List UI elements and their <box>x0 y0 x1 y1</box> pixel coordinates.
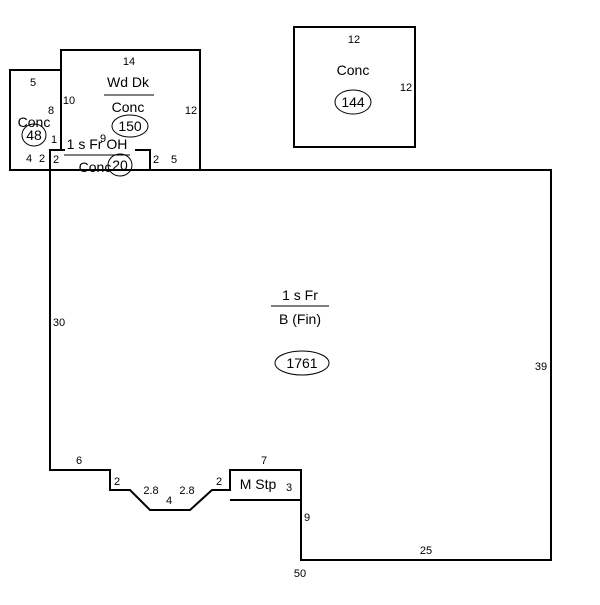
wood-deck-area-ellipse <box>111 114 149 138</box>
conc-small-inner-dim: 2 <box>39 153 45 165</box>
conc-small-area: 48 <box>26 127 42 143</box>
main-mstp-drop-dim: 9 <box>304 512 310 524</box>
m-stp-top-dim: 7 <box>261 455 267 467</box>
conc-detached-outline <box>293 26 416 148</box>
overhang-top-dim: 9 <box>100 133 106 145</box>
conc-detached-area-ellipse <box>334 89 372 115</box>
main-right-dim: 39 <box>535 361 547 373</box>
main-step-in-left-dim: 2 <box>114 476 120 488</box>
wood-deck-label-bottom: Conc <box>112 99 145 115</box>
main-bay-left-dim: 2.8 <box>143 485 158 497</box>
conc-detached-label: Conc <box>337 62 370 78</box>
conc-detached-right-dim: 12 <box>400 82 412 94</box>
overhang-left-edge <box>49 149 65 170</box>
conc-small-top-dim: 5 <box>30 77 36 89</box>
main-area-label-top: 1 s Fr <box>282 287 318 303</box>
m-stp-right-dim: 3 <box>286 482 292 494</box>
wood-deck-top-dim: 14 <box>123 56 135 68</box>
conc-small-area-ellipse <box>21 123 47 147</box>
overhang-label-bottom: Conc <box>79 159 112 175</box>
main-step-in-right-dim: 2 <box>216 476 222 488</box>
main-lower-left-dim: 6 <box>76 455 82 467</box>
conc-small-label: Conc <box>18 114 51 130</box>
wood-deck-bottom-right-dim: 5 <box>171 154 177 166</box>
conc-small-bottom-dim: 4 <box>26 153 32 165</box>
wood-deck-outline <box>60 49 201 170</box>
overhang-right-dim: 2 <box>153 154 159 166</box>
main-left-dim: 30 <box>53 317 65 329</box>
wood-deck-right-dim: 12 <box>185 105 197 117</box>
main-area-outline <box>10 169 552 561</box>
main-area-area: 1761 <box>286 355 317 371</box>
overhang-label-top: 1 s Fr OH <box>67 136 128 152</box>
main-bottom-corner-dim: 50 <box>294 568 306 580</box>
main-bottom-dim: 25 <box>420 545 432 557</box>
main-area-area-ellipse <box>274 350 330 376</box>
conc-small-right-dim: 8 <box>48 105 54 117</box>
wood-deck-label-top: Wd Dk <box>107 74 150 90</box>
overhang-right-edge <box>135 149 151 170</box>
main-area-label-bottom: B (Fin) <box>279 311 321 327</box>
overhang-area-ellipse <box>107 153 133 177</box>
wood-deck-left-dim: 10 <box>63 95 75 107</box>
main-bay-bottom-dim: 4 <box>166 495 172 507</box>
m-stp-label: M Stp <box>240 476 277 492</box>
main-bay-right-dim: 2.8 <box>179 485 194 497</box>
conc-detached-area: 144 <box>341 94 365 110</box>
conc-small-side-dim: 1 <box>51 134 57 146</box>
conc-detached-top-dim: 12 <box>348 34 360 46</box>
wood-deck-area: 150 <box>118 118 142 134</box>
overhang-left-dim: 2 <box>53 154 59 166</box>
